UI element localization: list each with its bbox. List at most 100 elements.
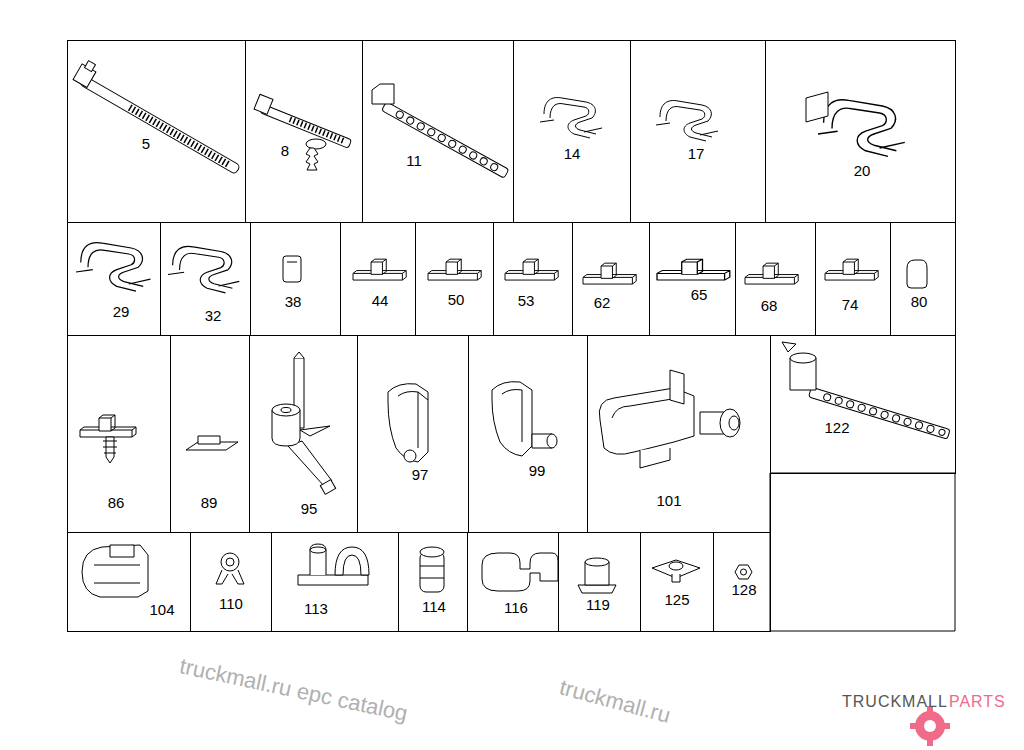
holder-clip	[353, 259, 406, 280]
callout-number: 110	[219, 596, 243, 611]
callout-number: 113	[304, 601, 328, 616]
perforated-strap	[809, 387, 951, 439]
callout-number: 86	[108, 495, 125, 510]
ring-clip	[216, 570, 244, 584]
part-cell: 68	[735, 222, 816, 336]
ring-clip	[226, 558, 234, 566]
tie-mount	[300, 426, 330, 436]
watermark: truckmall.ru epc catalog	[178, 655, 410, 725]
double-clip	[482, 553, 558, 591]
callout-number: 116	[504, 600, 528, 615]
callout-number: 29	[113, 304, 130, 319]
callout-number: 50	[448, 292, 465, 307]
spring-clip	[168, 246, 239, 293]
callout-number: 128	[731, 582, 756, 597]
callout-number: 53	[518, 293, 535, 308]
callout-number: 32	[205, 308, 222, 323]
grommet	[420, 566, 444, 578]
part-cell: 17	[630, 40, 766, 223]
part-cell: 86	[67, 335, 171, 533]
tie-mount	[288, 441, 332, 486]
callout-number: 74	[842, 297, 859, 312]
spring-clip	[540, 98, 602, 138]
callout-number: 65	[691, 287, 708, 302]
clip	[287, 262, 297, 263]
holder-clip	[80, 415, 136, 437]
blank-cell	[770, 473, 955, 631]
clamp-bracket	[670, 370, 684, 404]
part-cell: 74	[815, 222, 891, 336]
saddle-clip	[310, 547, 326, 553]
holder-clip	[657, 259, 730, 280]
logo-text: PARTS	[949, 694, 1006, 710]
saddle-clip	[298, 575, 368, 585]
holder-clip	[428, 259, 481, 280]
part-cell: 32	[160, 222, 251, 336]
clamp-bracket	[612, 398, 678, 418]
pipe-clamp	[398, 392, 428, 449]
cable-holder	[110, 545, 134, 557]
callout-number: 119	[586, 597, 610, 612]
callout-number: 125	[664, 592, 689, 607]
callout-number: 20	[854, 163, 871, 178]
part-cell: 113	[271, 532, 399, 632]
callout-number: 44	[372, 293, 389, 308]
grommet	[420, 547, 444, 557]
spring-clip	[656, 101, 718, 141]
spring-clip	[806, 92, 828, 122]
clip-nut	[672, 574, 680, 582]
flat-clip	[198, 436, 220, 444]
logo-gear	[910, 706, 950, 746]
part-cell: 11	[362, 40, 514, 223]
cable-tie	[254, 94, 355, 148]
screw	[103, 437, 117, 463]
part-cell: 62	[572, 222, 650, 336]
part-cell: 14	[513, 40, 631, 223]
part-cell: 99	[468, 335, 588, 533]
part-cell: 97	[357, 335, 469, 533]
clip	[907, 260, 927, 288]
pipe-clamp	[492, 382, 532, 456]
part-cell: 44	[340, 222, 416, 336]
hex-nut	[741, 569, 747, 575]
push-pin	[306, 139, 326, 149]
part-cell: 5	[67, 40, 246, 223]
part-cell: 53	[493, 222, 573, 336]
grommet	[420, 552, 444, 592]
saddle-clip	[335, 547, 369, 575]
part-cell: 29	[67, 222, 161, 336]
part-cell: 128	[713, 532, 771, 632]
callout-number: 68	[761, 298, 778, 313]
holder-clip	[745, 263, 798, 284]
part-cell: 110	[190, 532, 272, 632]
strap-head	[372, 84, 394, 104]
tie-mount	[281, 408, 291, 413]
part-cell: 65	[649, 222, 736, 336]
part-cell: 95	[249, 335, 358, 533]
tie-mount	[294, 352, 304, 358]
push-pin	[306, 148, 318, 170]
callout-number: 11	[406, 153, 422, 168]
callout-number: 8	[281, 143, 289, 158]
part-cell: 125	[640, 532, 714, 632]
part-cell: 122	[770, 335, 956, 474]
tie-mount	[272, 404, 300, 416]
clamp-bracket	[640, 448, 670, 468]
callout-number: 99	[529, 463, 546, 478]
strap-head	[790, 353, 816, 363]
part-cell: 50	[415, 222, 494, 336]
cable-tie	[73, 59, 248, 175]
spring-clip	[818, 100, 905, 157]
tie-mount	[320, 480, 335, 495]
pipe-clamp	[547, 434, 557, 448]
callout-number: 62	[594, 295, 611, 310]
callout-number: 80	[911, 294, 928, 309]
logo-text: TRUCKMALL	[842, 694, 948, 710]
holder-clip	[505, 259, 558, 280]
bolt	[729, 416, 739, 430]
callout-number: 101	[656, 493, 681, 508]
callout-number: 122	[824, 420, 849, 435]
flange-nut	[578, 585, 616, 593]
part-cell: 89	[170, 335, 250, 533]
